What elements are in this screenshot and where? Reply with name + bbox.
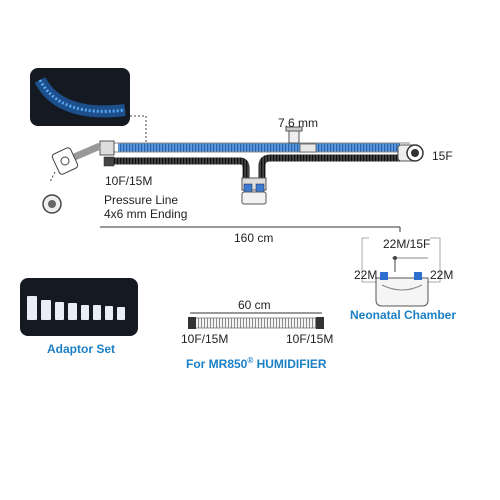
humidifier-prefix: For MR850 [186, 357, 248, 371]
water-trap [241, 177, 267, 205]
registered-mark: ® [247, 356, 254, 365]
short-left-label: 10F/15M [181, 332, 229, 346]
end-right-label: 15F [432, 149, 453, 163]
length-main-label: 160 cm [234, 231, 274, 245]
chamber-left-label: 22M [354, 268, 378, 282]
diameter-label: 7.6 mm [278, 116, 319, 130]
end-left-label: 10F/15M [105, 174, 153, 188]
adaptor-set-caption: Adaptor Set [47, 342, 116, 356]
humidifier-suffix: HUMIDIFIER [253, 357, 327, 371]
length-short-label: 60 cm [238, 298, 271, 312]
probe-port [285, 126, 303, 144]
tube-closeup-photo [30, 68, 130, 126]
chamber-right-label: 22M [430, 268, 454, 282]
closeup-pointer [130, 115, 147, 150]
lower-tube-black [112, 157, 250, 188]
neonatal-chamber-drawing [361, 237, 441, 307]
right-connector [397, 144, 424, 162]
pressure-line-ending-label: 4x6 mm Ending [104, 207, 188, 221]
short-right-label: 10F/15M [286, 332, 334, 346]
humidifier-caption: For MR850® HUMIDIFIER [186, 356, 327, 371]
pressure-line-label: Pressure Line [104, 193, 179, 207]
adaptor-set-photo [20, 278, 138, 336]
neonatal-chamber-caption: Neonatal Chamber [350, 308, 457, 322]
chamber-top-label: 22M/15F [383, 237, 431, 251]
short-tube [188, 312, 324, 329]
left-connector [42, 140, 115, 214]
main-tube-blue [118, 143, 400, 152]
